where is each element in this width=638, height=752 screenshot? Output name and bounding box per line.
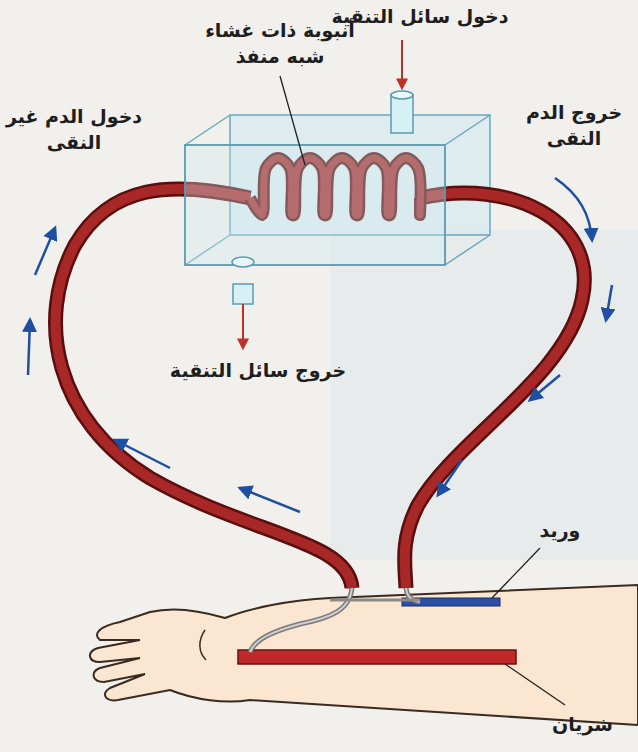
arm bbox=[90, 585, 638, 725]
drawing-part bbox=[505, 664, 565, 705]
needle-bar bbox=[330, 599, 420, 602]
drawing-part bbox=[185, 145, 445, 265]
drawing-part bbox=[90, 585, 638, 725]
drawing-part bbox=[115, 440, 170, 468]
dialyzer-box-back bbox=[185, 115, 490, 265]
drawing-part bbox=[401, 40, 403, 88]
label: دخول سائل التنقية bbox=[330, 4, 510, 30]
drawing-part bbox=[242, 304, 244, 348]
drawing-part bbox=[391, 95, 413, 133]
drawing-part bbox=[438, 460, 462, 495]
drawing-part bbox=[185, 115, 490, 265]
needle-tube bbox=[250, 585, 352, 652]
drawing-part bbox=[530, 375, 560, 400]
leader-line bbox=[280, 76, 565, 705]
label: وريد bbox=[520, 518, 600, 544]
label: أنبوبة ذات غشاء شبه منفذ bbox=[195, 18, 365, 69]
label: خروج الدم النقى bbox=[515, 100, 633, 151]
drawing-part bbox=[240, 488, 300, 512]
dialyzer-box-front bbox=[185, 145, 445, 267]
drawing-part bbox=[492, 548, 540, 598]
drawing-part bbox=[280, 76, 305, 165]
drawing-part bbox=[200, 630, 206, 660]
fluid-inlet bbox=[391, 40, 413, 133]
drawing-part bbox=[232, 257, 254, 267]
label: خروج سائل التنقية bbox=[148, 358, 368, 384]
needle-tube bbox=[250, 585, 352, 652]
drawing-part bbox=[555, 178, 592, 240]
drawing-part bbox=[606, 285, 612, 320]
flow-arrow bbox=[28, 178, 612, 512]
drawing-part bbox=[233, 284, 253, 304]
label: دخول الدم غير النقى bbox=[4, 104, 144, 155]
artery bbox=[238, 650, 516, 664]
label: شريان bbox=[535, 712, 630, 738]
drawing-part bbox=[28, 320, 30, 375]
drawing-part bbox=[35, 228, 55, 275]
drawing-part bbox=[391, 91, 413, 99]
fluid-outlet bbox=[233, 284, 253, 348]
